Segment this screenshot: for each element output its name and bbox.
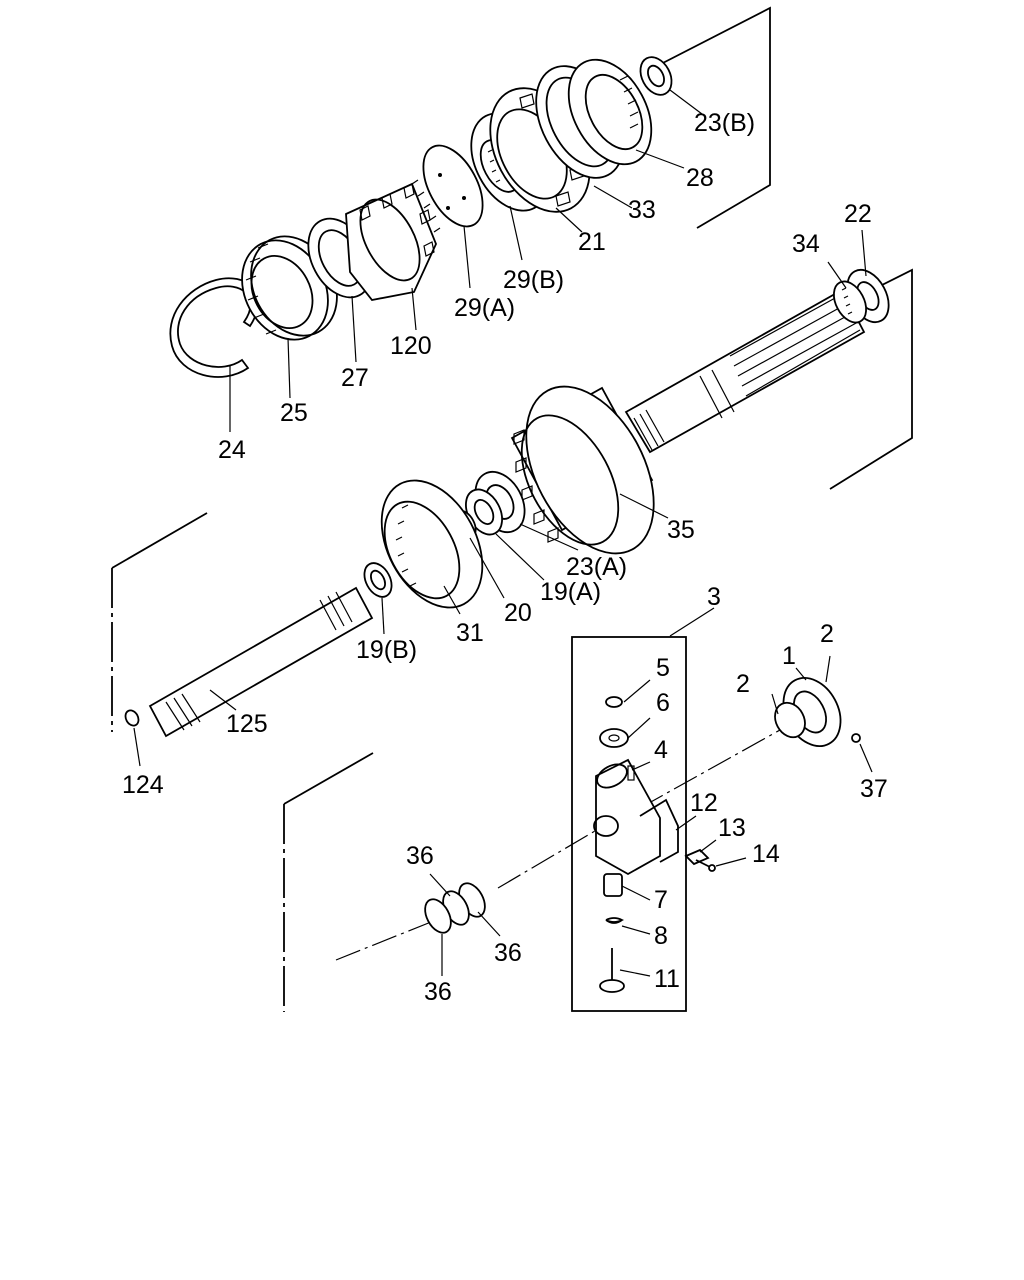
label-20: 20: [504, 599, 532, 627]
label-22: 22: [844, 200, 872, 228]
label-7: 7: [654, 886, 668, 914]
leader-lines: [133, 89, 873, 977]
label-124: 124: [122, 771, 164, 799]
label-19b: 19(B): [356, 636, 417, 664]
label-29a: 29(A): [454, 294, 515, 322]
label-33: 33: [628, 196, 656, 224]
label-2-top: 2: [820, 620, 834, 648]
snap-ring-24: [169, 277, 260, 378]
servo-piston-1-2: [774, 677, 842, 747]
label-35: 35: [667, 516, 695, 544]
label-125: 125: [226, 710, 268, 738]
label-24: 24: [218, 436, 246, 464]
clip-13-screw-14: [684, 848, 716, 872]
needle-bearing-34: [832, 280, 868, 324]
ball-37: [851, 733, 861, 743]
label-36-bottom: 36: [424, 978, 452, 1006]
label-28: 28: [686, 164, 714, 192]
label-37: 37: [860, 775, 888, 803]
clutch-hub-28: [567, 58, 653, 166]
label-12: 12: [690, 789, 718, 817]
label-23b: 23(B): [694, 109, 755, 137]
label-36-right: 36: [494, 939, 522, 967]
pin-11: [599, 948, 625, 993]
valve-7: [603, 873, 623, 897]
label-6: 6: [656, 689, 670, 717]
label-4: 4: [654, 736, 668, 764]
label-13: 13: [718, 814, 746, 842]
label-21: 21: [578, 228, 606, 256]
label-36-top: 36: [406, 842, 434, 870]
label-5: 5: [656, 654, 670, 682]
ring-gear-31: [380, 479, 484, 609]
spring-8: [605, 917, 625, 924]
thrust-washer-29a: [422, 144, 484, 228]
label-11: 11: [654, 965, 680, 993]
label-25: 25: [280, 399, 308, 427]
part-labels: 24 25 27 120 29(A) 29(B) 21 33 28 23(B) …: [122, 109, 888, 1006]
carrier-120: [345, 179, 441, 301]
label-29b: 29(B): [503, 266, 564, 294]
label-34: 34: [792, 230, 820, 258]
clutch-drum-35: [510, 385, 655, 555]
label-1: 1: [782, 642, 796, 670]
label-2-left: 2: [736, 670, 750, 698]
label-23a: 23(A): [566, 553, 627, 581]
output-shaft-125: [148, 586, 374, 738]
valve-body-12: [593, 758, 679, 876]
label-31: 31: [456, 619, 484, 647]
seal-rings-36: [424, 882, 486, 934]
label-14: 14: [752, 840, 780, 868]
bearing-23b: [639, 56, 673, 96]
washer-19b: [363, 562, 393, 598]
label-120: 120: [390, 332, 432, 360]
washer-124: [124, 709, 140, 727]
input-shaft: [624, 288, 866, 454]
center-lines: [335, 729, 781, 961]
label-8: 8: [654, 922, 668, 950]
label-27: 27: [341, 364, 369, 392]
label-3: 3: [707, 583, 721, 611]
bracket-lines: [111, 6, 913, 1012]
label-19a: 19(A): [540, 578, 601, 606]
